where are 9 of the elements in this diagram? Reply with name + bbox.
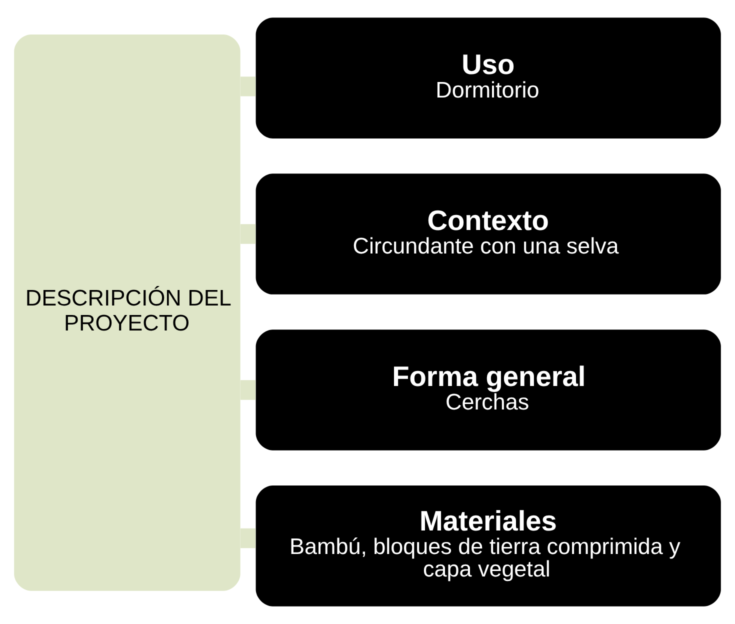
connector <box>240 224 256 244</box>
node-box: Materiales Bambú, bloques de tierra comprimida y capa vegetal <box>256 486 721 606</box>
node-box: Uso Dormitorio <box>256 18 721 138</box>
node-box: Contexto Circundante con una selva <box>256 174 721 294</box>
connector <box>240 528 256 548</box>
connector <box>240 76 256 96</box>
node-box: Forma general Cerchas <box>256 330 721 450</box>
connector <box>240 380 256 400</box>
node-box: DESCRIPCIÓN DEL PROYECTO <box>14 34 240 591</box>
